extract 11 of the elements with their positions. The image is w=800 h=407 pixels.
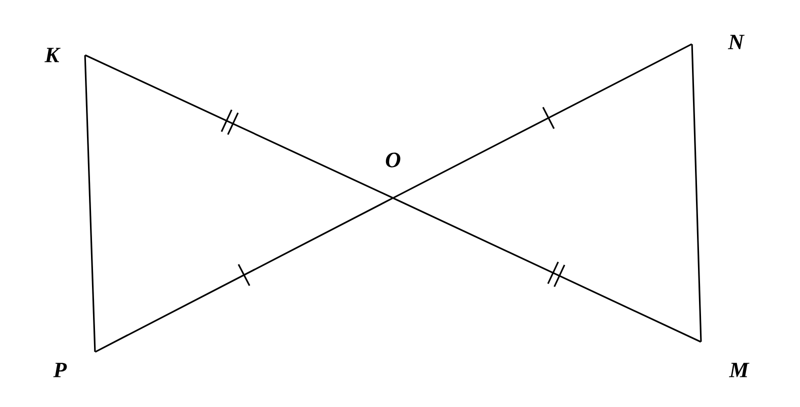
vertex-label: O xyxy=(386,152,400,168)
line-segment xyxy=(392,43,692,199)
line-segment xyxy=(94,197,394,353)
line-segment xyxy=(84,54,394,199)
line-segment xyxy=(84,55,96,352)
vertex-label: K xyxy=(44,48,61,62)
vertex-label: M xyxy=(728,362,750,378)
vertex-label: N xyxy=(728,34,745,50)
line-segment xyxy=(691,44,702,342)
line-segment xyxy=(392,197,702,343)
vertex-label: P xyxy=(53,362,67,378)
